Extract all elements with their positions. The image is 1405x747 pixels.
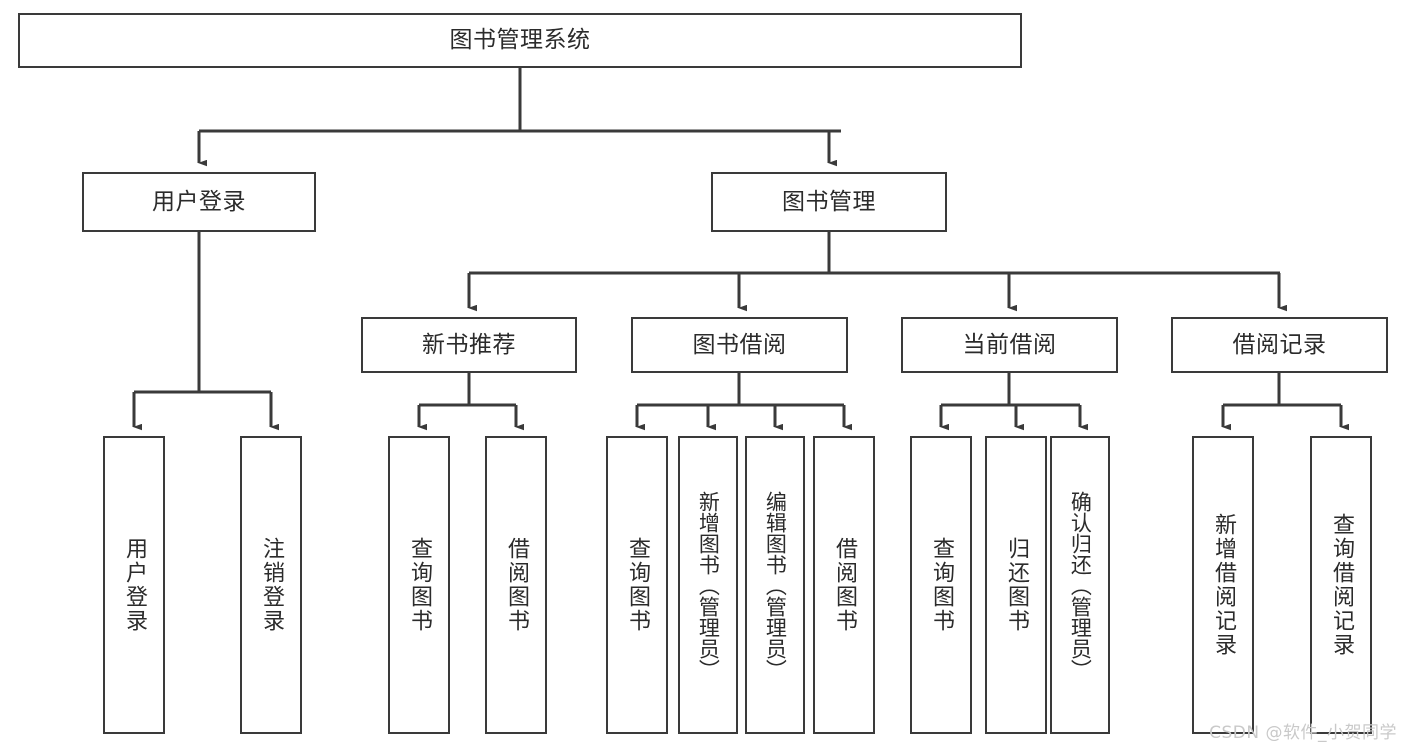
- node-leaf-query-book-3-label: 查询图书: [928, 537, 954, 633]
- node-leaf-query-book-3[interactable]: 查询图书: [910, 436, 972, 734]
- node-leaf-add-record[interactable]: 新增借阅记录: [1192, 436, 1254, 734]
- node-leaf-user-logout-label: 注销登录: [258, 537, 284, 633]
- node-book-borrow[interactable]: 图书借阅: [631, 317, 848, 373]
- node-leaf-user-login-label: 用户登录: [121, 537, 147, 633]
- node-book-borrow-label: 图书借阅: [692, 331, 787, 358]
- node-leaf-borrow-book-2-label: 借阅图书: [831, 537, 857, 633]
- node-leaf-user-logout[interactable]: 注销登录: [240, 436, 302, 734]
- node-leaf-user-login[interactable]: 用户登录: [103, 436, 165, 734]
- node-leaf-query-record-label: 查询借阅记录: [1328, 513, 1354, 657]
- node-new-book-recommend[interactable]: 新书推荐: [361, 317, 577, 373]
- node-leaf-query-book-2[interactable]: 查询图书: [606, 436, 668, 734]
- node-leaf-return-book-label: 归还图书: [1003, 537, 1029, 633]
- node-leaf-return-book[interactable]: 归还图书: [985, 436, 1047, 734]
- node-book-manage-label: 图书管理: [782, 188, 876, 215]
- node-leaf-borrow-book-2[interactable]: 借阅图书: [813, 436, 875, 734]
- node-current-borrow-label: 当前借阅: [962, 331, 1057, 358]
- node-book-manage[interactable]: 图书管理: [711, 172, 947, 232]
- node-leaf-confirm-return-label: 确认归还（管理员）: [1068, 490, 1093, 680]
- node-new-book-recommend-label: 新书推荐: [422, 331, 516, 358]
- node-borrow-record[interactable]: 借阅记录: [1171, 317, 1388, 373]
- node-leaf-add-record-label: 新增借阅记录: [1210, 513, 1236, 657]
- node-leaf-edit-book-label: 编辑图书（管理员）: [763, 490, 788, 680]
- node-leaf-query-record[interactable]: 查询借阅记录: [1310, 436, 1372, 734]
- node-leaf-confirm-return[interactable]: 确认归还（管理员）: [1050, 436, 1110, 734]
- node-leaf-query-book-1-label: 查询图书: [406, 537, 432, 633]
- node-leaf-borrow-book-1[interactable]: 借阅图书: [485, 436, 547, 734]
- node-leaf-query-book-1[interactable]: 查询图书: [388, 436, 450, 734]
- csdn-watermark: CSDN @软件_小贺同学: [1209, 723, 1397, 743]
- node-leaf-borrow-book-1-label: 借阅图书: [503, 537, 529, 633]
- node-leaf-add-book[interactable]: 新增图书（管理员）: [678, 436, 738, 734]
- node-root-label: 图书管理系统: [449, 27, 591, 54]
- node-borrow-record-label: 借阅记录: [1232, 331, 1327, 358]
- node-current-borrow[interactable]: 当前借阅: [901, 317, 1118, 373]
- node-user-login[interactable]: 用户登录: [82, 172, 316, 232]
- node-user-login-label: 用户登录: [152, 188, 246, 215]
- node-leaf-query-book-2-label: 查询图书: [624, 537, 650, 633]
- node-leaf-edit-book[interactable]: 编辑图书（管理员）: [745, 436, 805, 734]
- node-leaf-add-book-label: 新增图书（管理员）: [696, 490, 721, 680]
- node-root[interactable]: 图书管理系统: [18, 13, 1022, 68]
